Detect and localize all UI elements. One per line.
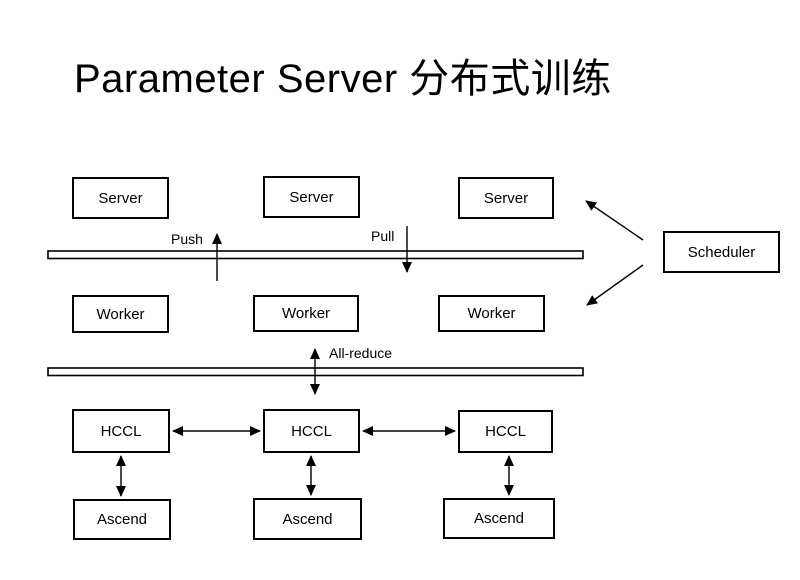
server-box-3-label: Server	[483, 189, 529, 207]
worker-box-3: Worker	[438, 295, 545, 332]
scheduler-to-worker-arrow	[586, 264, 644, 306]
pull-label: Pull	[371, 228, 395, 244]
worker-box-2: Worker	[253, 295, 359, 332]
ascend-box-3-label: Ascend	[473, 510, 525, 527]
hccl-box-1-label: HCCL	[100, 422, 142, 440]
ascend-box-1: Ascend	[73, 499, 171, 540]
all-reduce-label: All-reduce	[329, 345, 393, 361]
server-box-1: Server	[72, 177, 169, 219]
worker-box-1: Worker	[72, 295, 169, 333]
all-reduce-bus-bar	[47, 367, 584, 377]
hccl-box-1: HCCL	[72, 409, 170, 453]
ascend-box-2-label: Ascend	[282, 510, 333, 528]
hccl-box-2: HCCL	[263, 409, 360, 453]
page-title: Parameter Server 分布式训练	[74, 57, 612, 101]
hccl-box-3: HCCL	[458, 410, 553, 453]
push-label: Push	[171, 231, 203, 247]
scheduler-box-label: Scheduler	[687, 243, 756, 261]
hccl-box-3-label: HCCL	[485, 423, 526, 440]
scheduler-to-server-arrow	[585, 200, 644, 241]
scheduler-box: Scheduler	[663, 231, 780, 273]
server-box-3: Server	[458, 177, 554, 219]
ascend-box-3: Ascend	[443, 498, 555, 539]
worker-box-1-label: Worker	[96, 305, 145, 323]
hccl-box-2-label: HCCL	[291, 422, 332, 440]
server-box-1-label: Server	[98, 189, 143, 207]
server-box-2: Server	[263, 176, 360, 218]
server-worker-bus-bar	[47, 250, 584, 260]
worker-box-3-label: Worker	[467, 305, 516, 322]
worker-box-2-label: Worker	[281, 305, 331, 322]
server-box-2-label: Server	[289, 188, 334, 206]
ascend-box-2: Ascend	[253, 498, 362, 540]
ascend-box-1-label: Ascend	[96, 511, 148, 528]
